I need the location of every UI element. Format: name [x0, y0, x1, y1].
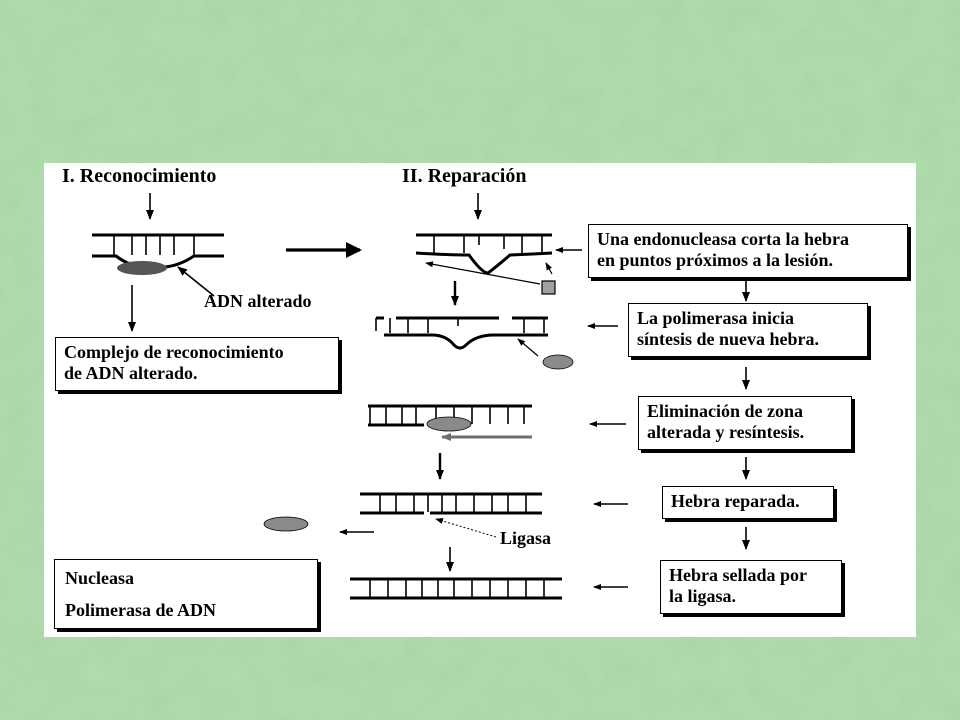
box-step3-elimination: Eliminación de zona alterada y resíntesi…	[638, 396, 852, 450]
box-step5-sealed: Hebra sellada por la ligasa.	[660, 560, 842, 614]
label-altered-dna: ADN alterado	[204, 291, 312, 311]
box-step2-polymerase: La polimerasa inicia síntesis de nueva h…	[628, 303, 868, 357]
box-step3-line1: Eliminación de zona	[647, 401, 804, 421]
box-step5-line2: la ligasa.	[669, 586, 737, 606]
dna-resynthesis	[368, 404, 532, 427]
box-recognition-complex-line1: Complejo de reconocimiento	[64, 342, 284, 362]
box-step1-line1: Una endonucleasa corta la hebra	[597, 229, 849, 249]
diagram-drawing	[92, 193, 750, 619]
recognition-complex-blob	[117, 261, 167, 275]
arrow-nuclease-cut-right	[545, 262, 553, 275]
legend-polymerase-label: Polimerasa de ADN	[65, 600, 216, 620]
polymerase-ellipse-released	[263, 516, 309, 532]
dna-endonuclease-cut	[415, 233, 553, 275]
arrow-polymerase-bind	[517, 338, 539, 357]
arrow-nuclease-cut-left	[425, 261, 541, 285]
arrow-altered-dna	[177, 266, 215, 297]
label-ligase: Ligasa	[500, 528, 552, 548]
heading-repair: II. Reparación	[402, 165, 527, 187]
box-recognition-complex-line2: de ADN alterado.	[64, 363, 198, 383]
box-step5-line1: Hebra sellada por	[669, 565, 807, 585]
legend-box: Nucleasa Polimerasa de ADN	[54, 559, 318, 629]
box-step2-line1: La polimerasa inicia	[637, 308, 794, 328]
box-step1-endonuclease: Una endonucleasa corta la hebra en punto…	[588, 224, 908, 278]
box-step3-line2: alterada y resíntesis.	[647, 422, 805, 442]
polymerase-ellipse-step3	[426, 416, 472, 432]
dna-repaired	[360, 492, 542, 515]
box-step2-line2: síntesis de nueva hebra.	[637, 329, 820, 349]
dna-polymerase-start	[375, 316, 548, 350]
diagram-panel: I. Reconocimiento II. Reparación ADN alt…	[44, 163, 916, 637]
nuclease-square	[541, 280, 556, 295]
box-step1-line2: en puntos próximos a la lesión.	[597, 250, 834, 270]
box-recognition-complex: Complejo de reconocimiento de ADN altera…	[55, 337, 339, 391]
legend-nuclease-label: Nucleasa	[65, 568, 134, 588]
box-step4-repaired: Hebra reparada.	[662, 486, 834, 519]
polymerase-ellipse-step2	[542, 354, 574, 370]
heading-recognition: I. Reconocimiento	[62, 165, 217, 187]
dna-damaged-recognition	[92, 233, 224, 269]
arrow-ligase-pointer	[435, 518, 497, 538]
dna-sealed	[350, 577, 562, 600]
box-step4-line1: Hebra reparada.	[671, 491, 800, 511]
